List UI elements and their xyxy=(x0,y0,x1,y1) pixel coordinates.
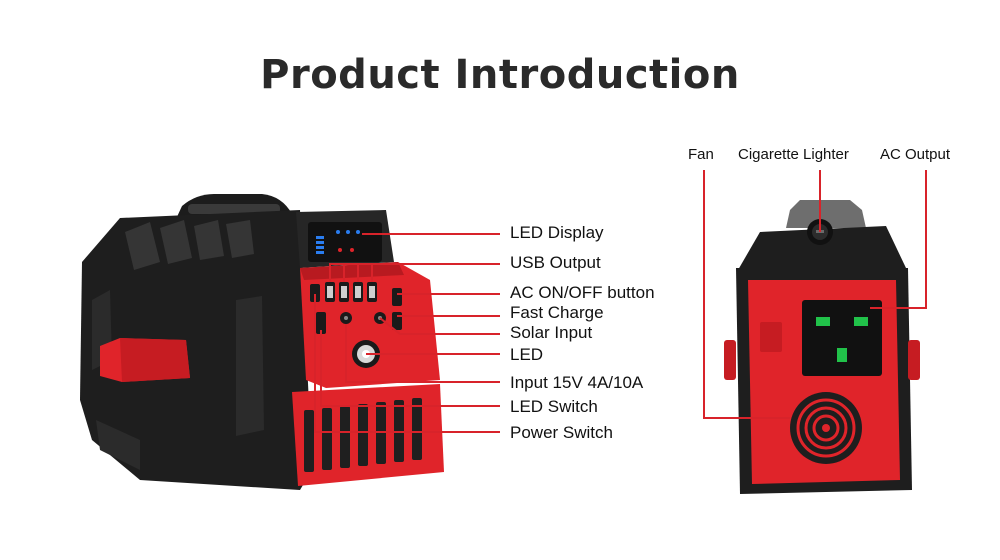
page-title: Product Introduction xyxy=(260,52,740,98)
label-led-display: LED Display xyxy=(510,223,604,242)
label-led: LED xyxy=(510,345,544,364)
label-power-switch: Power Switch xyxy=(510,423,613,442)
front-leader-lines xyxy=(314,233,500,433)
back-leader-lines xyxy=(703,170,927,419)
label-usb-output: USB Output xyxy=(510,253,601,272)
label-fast-charge: Fast Charge xyxy=(510,303,604,322)
label-input-rating: Input 15V 4A/10A xyxy=(510,373,644,392)
label-led-switch: LED Switch xyxy=(510,397,598,416)
label-fan: Fan xyxy=(688,146,714,163)
label-solar-input: Solar Input xyxy=(510,323,593,342)
front-power-station xyxy=(80,194,444,490)
back-power-station xyxy=(724,200,920,494)
label-cigarette-lighter: Cigarette Lighter xyxy=(738,146,849,163)
label-ac-output: AC Output xyxy=(880,146,951,163)
label-ac-on-off-button: AC ON/OFF button xyxy=(510,283,655,302)
